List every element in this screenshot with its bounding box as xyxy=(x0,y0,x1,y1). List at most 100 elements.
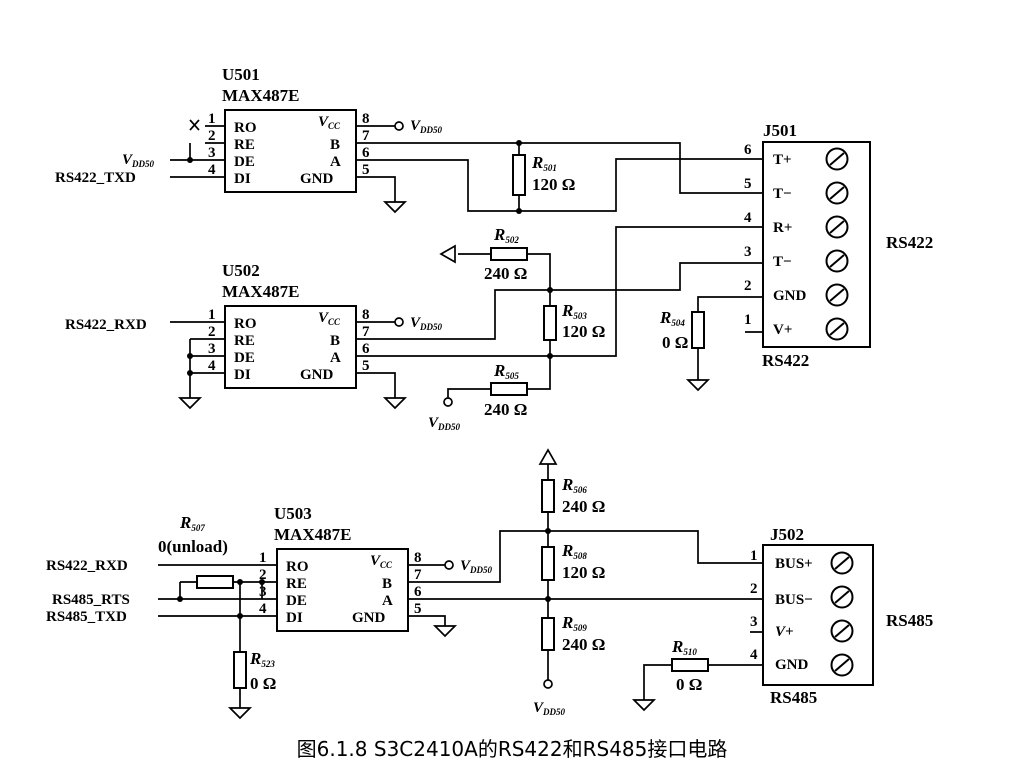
u503-ref: U503 xyxy=(274,504,312,523)
r510-label: R510 xyxy=(671,637,697,657)
u501-vdd-label: VDD50 xyxy=(410,118,443,135)
svg-text:R504: R504 xyxy=(659,308,685,328)
r506-resistor xyxy=(541,479,555,513)
j501-num-2: 2 xyxy=(744,278,752,294)
u502-ground-icon xyxy=(382,397,408,410)
svg-text:VDD50: VDD50 xyxy=(533,700,566,717)
u503-chip: U503 MAX487E RO RE DE DI VCC B A GND 1 2… xyxy=(158,504,454,708)
u503-pin-de: DE xyxy=(286,593,307,609)
svg-text:R502: R502 xyxy=(493,225,519,245)
j502-num-4: 4 xyxy=(750,647,758,663)
j501-side-label: RS422 xyxy=(886,233,933,252)
j502-footer: RS485 xyxy=(770,688,817,707)
u501-num-3: 3 xyxy=(208,145,216,161)
u501-pin-ro: RO xyxy=(234,120,257,136)
r504-value: 0 Ω xyxy=(662,333,688,352)
r505-value: 240 Ω xyxy=(484,400,527,419)
svg-text:VDD50: VDD50 xyxy=(122,152,155,169)
r502-ground-icon xyxy=(439,244,456,264)
u503-num-1: 1 xyxy=(259,550,267,566)
u502-num-6: 6 xyxy=(362,341,370,357)
j501-num-5: 5 xyxy=(744,176,752,192)
r505-label: R505 xyxy=(493,361,519,381)
r502-resistor xyxy=(490,247,528,261)
r507-value: 0(unload) xyxy=(158,537,228,556)
u502-pin-re: RE xyxy=(234,333,255,349)
r502-value: 240 Ω xyxy=(484,264,527,283)
u503-part: MAX487E xyxy=(274,525,351,544)
r510-resistor xyxy=(671,658,709,672)
u503-num-8: 8 xyxy=(414,550,422,566)
u503-num-6: 6 xyxy=(414,584,422,600)
u502-vdd-label: VDD50 xyxy=(410,315,443,332)
r503-label: R503 xyxy=(561,301,587,321)
signal-rs422-rxd: RS422_RXD xyxy=(65,317,147,333)
r506-value: 240 Ω xyxy=(562,497,605,516)
r509-label: R509 xyxy=(561,613,587,633)
u502-pin-ro: RO xyxy=(234,316,257,332)
u501-num-1: 1 xyxy=(208,111,216,127)
screw-terminal-icon xyxy=(830,619,854,643)
u501-num-6: 6 xyxy=(362,145,370,161)
u502-part: MAX487E xyxy=(222,282,299,301)
u503-pin-vcc: VCC xyxy=(370,553,393,570)
u502-num-7: 7 xyxy=(362,324,370,340)
screw-terminal-icon xyxy=(825,181,849,205)
svg-text:R510: R510 xyxy=(671,637,697,657)
svg-text:VDD50: VDD50 xyxy=(410,315,443,332)
u501-num-8: 8 xyxy=(362,111,370,127)
r523-label: R523 xyxy=(249,649,275,669)
screw-terminal-icon xyxy=(825,147,849,171)
r504-resistor xyxy=(691,311,705,349)
u503-pin-di: DI xyxy=(286,610,303,626)
u502-num-2: 2 xyxy=(208,324,216,340)
svg-text:VCC: VCC xyxy=(318,310,341,327)
u501-ground-icon xyxy=(382,201,408,214)
u501-pin-b: B xyxy=(330,137,340,153)
svg-text:R508: R508 xyxy=(561,541,587,561)
u502-body xyxy=(224,305,357,389)
j501-num-6: 6 xyxy=(744,142,752,158)
r510-value: 0 Ω xyxy=(676,675,702,694)
u501-pin-vcc: VCC xyxy=(318,114,341,131)
r501-label: R501 xyxy=(531,153,557,173)
u501-pin-di: DI xyxy=(234,171,251,187)
r501-resistor xyxy=(512,154,526,196)
signal-rs422-rxd-2: RS422_RXD xyxy=(46,558,128,574)
u502-pin-gnd: GND xyxy=(300,367,334,383)
u501-num-5: 5 xyxy=(362,162,370,178)
screw-terminal-icon xyxy=(830,585,854,609)
u502-num-4: 4 xyxy=(208,358,216,374)
j501-ref: J501 xyxy=(763,121,797,140)
u501-body xyxy=(224,109,357,193)
screw-terminal-icon xyxy=(825,317,849,341)
j501-footer: RS422 xyxy=(762,351,809,370)
svg-text:R507: R507 xyxy=(179,513,205,533)
u503-pin-a: A xyxy=(382,593,393,609)
j501-pin-r-plus: R+ xyxy=(773,220,792,236)
j502-pin-gnd: GND xyxy=(775,657,809,673)
j501-num-1: 1 xyxy=(744,312,752,328)
u501-num-4: 4 xyxy=(208,162,216,178)
r508-label: R508 xyxy=(561,541,587,561)
u502-de-ground-icon xyxy=(177,397,203,410)
r507-resistor xyxy=(196,575,234,589)
r503-value: 120 Ω xyxy=(562,322,605,341)
u503-vdd-label: VDD50 xyxy=(460,558,493,575)
u501-pin-re: RE xyxy=(234,137,255,153)
u501-pin-de: DE xyxy=(234,154,255,170)
u502-num-8: 8 xyxy=(362,307,370,323)
j501-pin-t-plus: T+ xyxy=(773,152,792,168)
signal-rs485-txd: RS485_TXD xyxy=(46,609,127,625)
r505-resistor xyxy=(490,382,528,396)
j502-num-2: 2 xyxy=(750,581,758,597)
u501-num-7: 7 xyxy=(362,128,370,144)
u503-num-2: 2 xyxy=(259,567,267,583)
screw-terminal-icon xyxy=(825,283,849,307)
j502-num-1: 1 xyxy=(750,548,758,564)
screw-terminal-icon xyxy=(830,653,854,677)
svg-text:R505: R505 xyxy=(493,361,519,381)
j501-pin-gnd: GND xyxy=(773,288,807,304)
signal-rs485-rts: RS485_RTS xyxy=(52,592,130,608)
